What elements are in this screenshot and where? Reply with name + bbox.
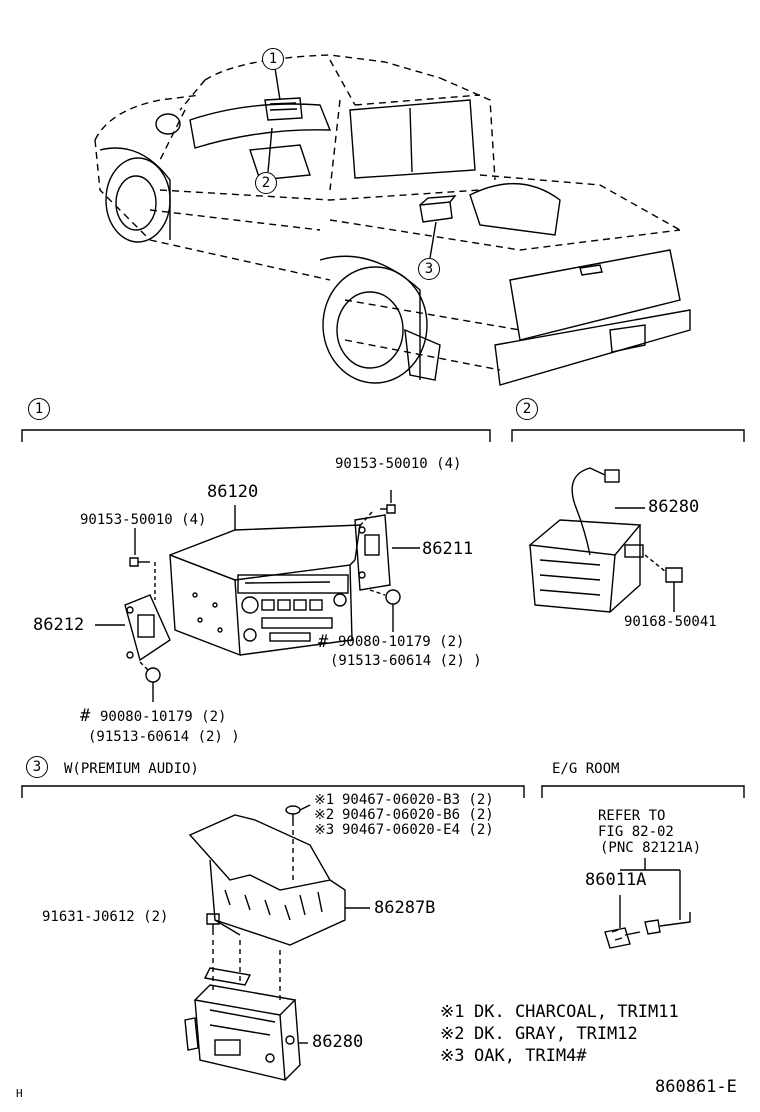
section-brackets bbox=[21, 429, 745, 798]
part-86120: 86120 bbox=[207, 482, 259, 502]
part-86211: 86211 bbox=[422, 539, 474, 559]
leaders-section1 bbox=[95, 505, 420, 632]
part-90467-b6: 90467-06020-B6 (2) bbox=[342, 807, 494, 823]
part-86280-bottom: 86280 bbox=[312, 1032, 364, 1052]
truck-solid-details bbox=[99, 97, 691, 386]
screw-90168 bbox=[644, 554, 683, 612]
part-91513-right: (91513-60614 (2) ) bbox=[330, 653, 482, 669]
eg-room-title: E/G ROOM bbox=[552, 761, 620, 777]
part-91513-bottom: (91513-60614 (2) ) bbox=[88, 729, 240, 745]
hash-mark-right: # bbox=[318, 632, 329, 652]
legend-mark-3: ※3 bbox=[440, 1046, 465, 1066]
screws-section1 bbox=[129, 490, 401, 702]
truck-callout-leaders bbox=[267, 67, 437, 259]
eg-room-connectors bbox=[604, 858, 691, 949]
part-90467-e4: 90467-06020-E4 (2) bbox=[342, 822, 494, 838]
figure-number: 860861-E bbox=[655, 1077, 737, 1097]
legend-text-3: OAK, TRIM4# bbox=[474, 1046, 587, 1066]
truck-callout-1: 1 bbox=[262, 48, 284, 70]
legend-mark-1: ※1 bbox=[440, 1002, 465, 1022]
bracket-86211 bbox=[354, 514, 391, 591]
legend-mark-2: ※2 bbox=[440, 1024, 465, 1044]
part-90153-left: 90153-50010 (4) bbox=[80, 512, 207, 528]
section-1-marker: 1 bbox=[28, 398, 50, 420]
hash-mark-bottom: # bbox=[80, 706, 91, 726]
marker-note-1: ※1 bbox=[314, 792, 335, 808]
amp-86280-bottom bbox=[184, 967, 301, 1081]
bracket-86212 bbox=[124, 594, 171, 662]
refer-to-line2: FIG 82-02 bbox=[598, 824, 674, 840]
part-86287B: 86287B bbox=[374, 898, 436, 918]
legend-text-2: DK. GRAY, TRIM12 bbox=[474, 1024, 638, 1044]
part-90153-top: 90153-50010 (4) bbox=[335, 456, 462, 472]
footer-left-code: H bbox=[16, 1087, 23, 1100]
truck-illustration bbox=[94, 54, 681, 371]
refer-to-line1: REFER TO bbox=[598, 808, 666, 824]
part-86011A: 86011A bbox=[585, 870, 647, 890]
marker-note-3: ※3 bbox=[314, 822, 335, 838]
section-3-marker: 3 bbox=[26, 756, 48, 778]
module-86280-top bbox=[528, 467, 644, 613]
part-90080-right: 90080-10179 (2) bbox=[338, 634, 465, 650]
part-91631: 91631-J0612 (2) bbox=[42, 909, 169, 925]
legend-text-1: DK. CHARCOAL, TRIM11 bbox=[474, 1002, 679, 1022]
leaders-section3 bbox=[298, 804, 370, 1044]
truck-callout-3: 3 bbox=[418, 258, 440, 280]
marker-note-2: ※2 bbox=[314, 807, 335, 823]
part-86212: 86212 bbox=[33, 615, 85, 635]
refer-to-line3: (PNC 82121A) bbox=[600, 840, 702, 856]
part-90080-bottom: 90080-10179 (2) bbox=[100, 709, 227, 725]
part-86280-top: 86280 bbox=[648, 497, 700, 517]
screws-section3 bbox=[206, 805, 301, 1000]
part-90168: 90168-50041 bbox=[624, 614, 717, 630]
section-2-marker: 2 bbox=[516, 398, 538, 420]
head-unit-86120 bbox=[169, 524, 361, 657]
part-90467-b3: 90467-06020-B3 (2) bbox=[342, 792, 494, 808]
truck-callout-2: 2 bbox=[255, 172, 277, 194]
section-3-title: W(PREMIUM AUDIO) bbox=[64, 761, 199, 777]
